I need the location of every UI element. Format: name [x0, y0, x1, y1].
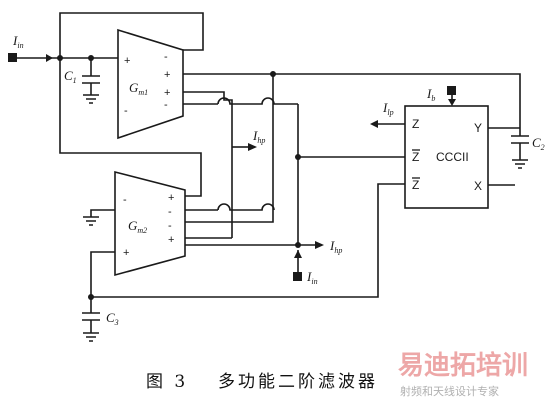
gm1-output3-hop	[217, 97, 298, 105]
cccii-port-z: Z	[412, 117, 419, 131]
junction-dot	[295, 242, 301, 248]
c1-label: C1	[64, 68, 77, 85]
cccii-port-zbar1: Z	[412, 150, 419, 164]
gm1-out1-sign: -	[164, 51, 168, 63]
junction-dot	[57, 55, 63, 61]
gm1-output2-wire	[183, 91, 233, 238]
ihp-bottom-arrow-icon	[315, 241, 324, 249]
gm1-input-minus-sign: -	[124, 105, 128, 117]
gm2-label: Gm2	[128, 218, 147, 235]
cccii-block	[404, 105, 489, 209]
iin-bottom-arrow-icon	[294, 250, 302, 258]
gm2-plus-wire	[90, 251, 115, 297]
gm2-minus-ground-wire	[90, 209, 115, 217]
to-zbar2-wire	[91, 183, 405, 298]
ilp-arrow-icon	[370, 120, 378, 128]
ihp-bottom-label: Ihp	[329, 238, 342, 255]
capacitor-c2-icon	[511, 135, 529, 144]
junction-dot	[270, 71, 276, 77]
ground-icon	[83, 332, 99, 342]
ib-arrow-icon	[448, 99, 456, 106]
gm1-feedback-wire	[59, 12, 204, 58]
watermark-main: 易迪拓培训	[398, 351, 528, 381]
watermark-sub: 射频和天线设计专家	[400, 384, 499, 398]
ground-icon	[83, 94, 99, 104]
gm2-out1-sign: +	[168, 192, 174, 204]
capacitor-c1-icon	[82, 75, 100, 84]
c3-label: C3	[106, 310, 119, 327]
ihp-mid-label: Ihp	[252, 128, 265, 145]
gm1-output-y-wire	[183, 73, 521, 136]
iin-top-label: Iin	[12, 33, 24, 50]
gm2-input-plus-sign: +	[123, 247, 129, 259]
ihp-mid-arrow-icon	[248, 143, 257, 151]
iin-bottom-terminal	[293, 272, 302, 281]
junction-dots	[57, 55, 301, 300]
figure-number: 图 3	[146, 372, 188, 392]
gm1-amplifier	[117, 28, 184, 140]
ground-icon	[83, 216, 99, 226]
gm2-out4-sign: +	[168, 234, 174, 246]
ib-terminal	[447, 86, 456, 95]
figure-title: 多功能二阶滤波器	[218, 372, 378, 392]
gm2-input-minus-sign: -	[123, 194, 127, 206]
cccii-port-y: Y	[474, 121, 482, 135]
iin-top-terminal	[8, 53, 17, 62]
gm2-out3-sign: -	[168, 220, 172, 232]
ilp-label: Ilp	[382, 100, 394, 117]
gm2-out2-sign: -	[168, 206, 172, 218]
cccii-title: CCCII	[436, 150, 469, 164]
iin-bottom-label: Iin	[306, 269, 318, 286]
junction-dot	[88, 55, 94, 61]
gm1-label: Gm1	[129, 80, 148, 97]
c2-label: C2	[532, 135, 545, 152]
cccii-port-x: X	[474, 179, 482, 193]
gm2-output1-hop	[217, 203, 275, 211]
junction-dot	[88, 294, 94, 300]
gm1-input-plus-sign: +	[124, 55, 130, 67]
capacitor-c3-icon	[82, 312, 100, 321]
ib-label: Ib	[426, 86, 435, 103]
gm2-output-top-wire	[185, 74, 274, 223]
gm2-amplifier	[114, 170, 186, 277]
gm2-input-wire	[59, 58, 202, 197]
ground-symbols	[83, 94, 528, 342]
cccii-port-zbar2: Z	[412, 178, 419, 192]
capacitors	[82, 75, 529, 321]
iin-top-arrow-icon	[46, 54, 53, 62]
junction-dot	[295, 154, 301, 160]
ground-icon	[512, 159, 528, 169]
gm1-out3-sign: +	[164, 87, 170, 99]
gm1-out4-sign: -	[164, 99, 168, 111]
wires	[13, 12, 521, 333]
gm1-out2-sign: +	[164, 69, 170, 81]
